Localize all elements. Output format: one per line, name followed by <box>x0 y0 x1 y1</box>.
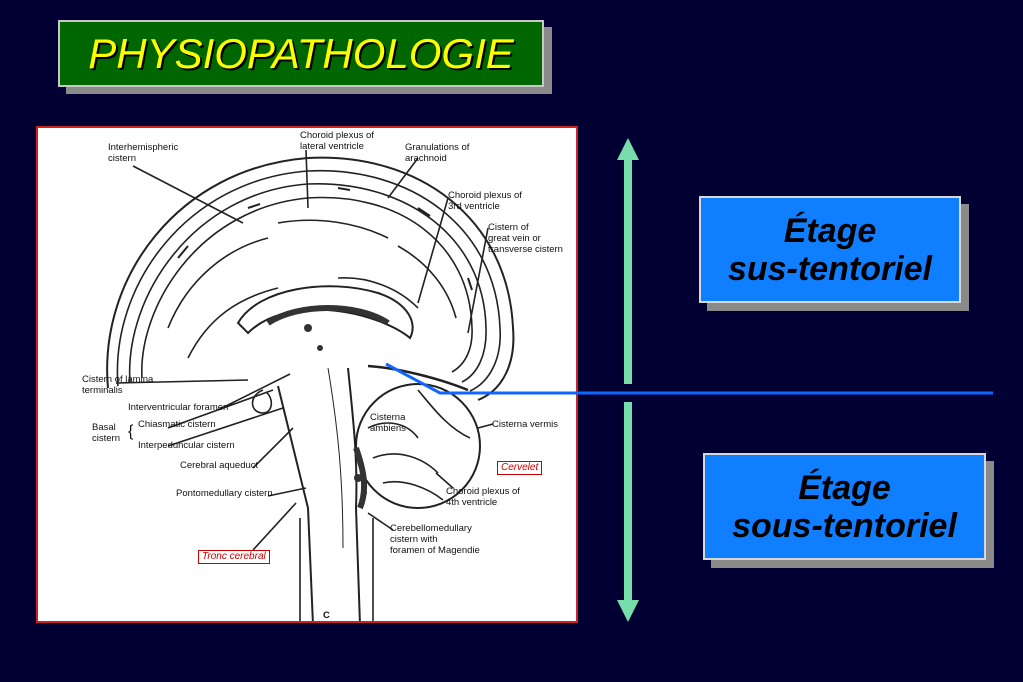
label-interhemispheric-cistern: Interhemispheric cistern <box>108 142 179 164</box>
lower-arrowhead <box>617 600 639 622</box>
label-choroid-3rd: Choroid plexus of 3rd ventricle <box>448 190 522 212</box>
title-box: PHYSIOPATHOLOGIE <box>58 20 544 87</box>
label-tronc-cerebral: Tronc cerebral <box>198 550 270 564</box>
lower-arrow <box>617 402 639 622</box>
label-cervelet: Cervelet <box>497 461 543 475</box>
label-cerebellomedullary: Cerebellomedullary cistern with foramen … <box>390 523 480 556</box>
upper-arrowhead <box>617 138 639 160</box>
label-cistern-lamina: Cistern of lamina terminalis <box>82 374 154 396</box>
label-choroid-4th: Choroid plexus of 4th ventricle <box>446 486 520 508</box>
lower-arrow-shaft <box>624 402 632 602</box>
label-cisterna-ambiens: Cisterna ambiens <box>370 412 406 434</box>
upper-arrow <box>617 138 639 384</box>
panel-sous-tentoriel: Étage sous-tentoriel <box>703 453 986 560</box>
label-choroid-lateral: Choroid plexus of lateral ventricle <box>300 130 374 152</box>
panel-sous-tentoriel-text: Étage sous-tentoriel <box>732 468 957 545</box>
page-title: PHYSIOPATHOLOGIE <box>88 29 514 77</box>
brain-drawing <box>106 149 515 621</box>
label-interventricular-foramen: Interventricular foramen <box>128 402 229 413</box>
label-chiasmatic-cistern: Chiasmatic cistern <box>138 419 216 430</box>
panel-sus-tentoriel-text: Étage sus-tentoriel <box>727 211 933 288</box>
panel-sus-tentoriel: Étage sus-tentoriel <box>699 196 961 303</box>
label-pontomedullary-cistern: Pontomedullary cistern <box>176 488 273 499</box>
label-interpeduncular-cistern: Interpeduncular cistern <box>138 440 235 451</box>
basal-brace: { <box>128 423 134 440</box>
tentorium-divider-line <box>385 362 993 395</box>
label-letter-c: C <box>323 610 330 621</box>
upper-arrow-shaft <box>624 158 632 384</box>
brain-diagram: Interhemispheric cistern Choroid plexus … <box>36 126 578 623</box>
label-cistern-great-vein: Cistern of great vein or transverse cist… <box>488 222 563 255</box>
label-cerebral-aqueduct: Cerebral aqueduct <box>180 460 259 471</box>
label-granulations: Granulations of arachnoid <box>405 142 470 164</box>
label-basal-cistern: Basal cistern <box>92 422 120 444</box>
label-cisterna-vermis: Cisterna vermis <box>492 419 558 430</box>
